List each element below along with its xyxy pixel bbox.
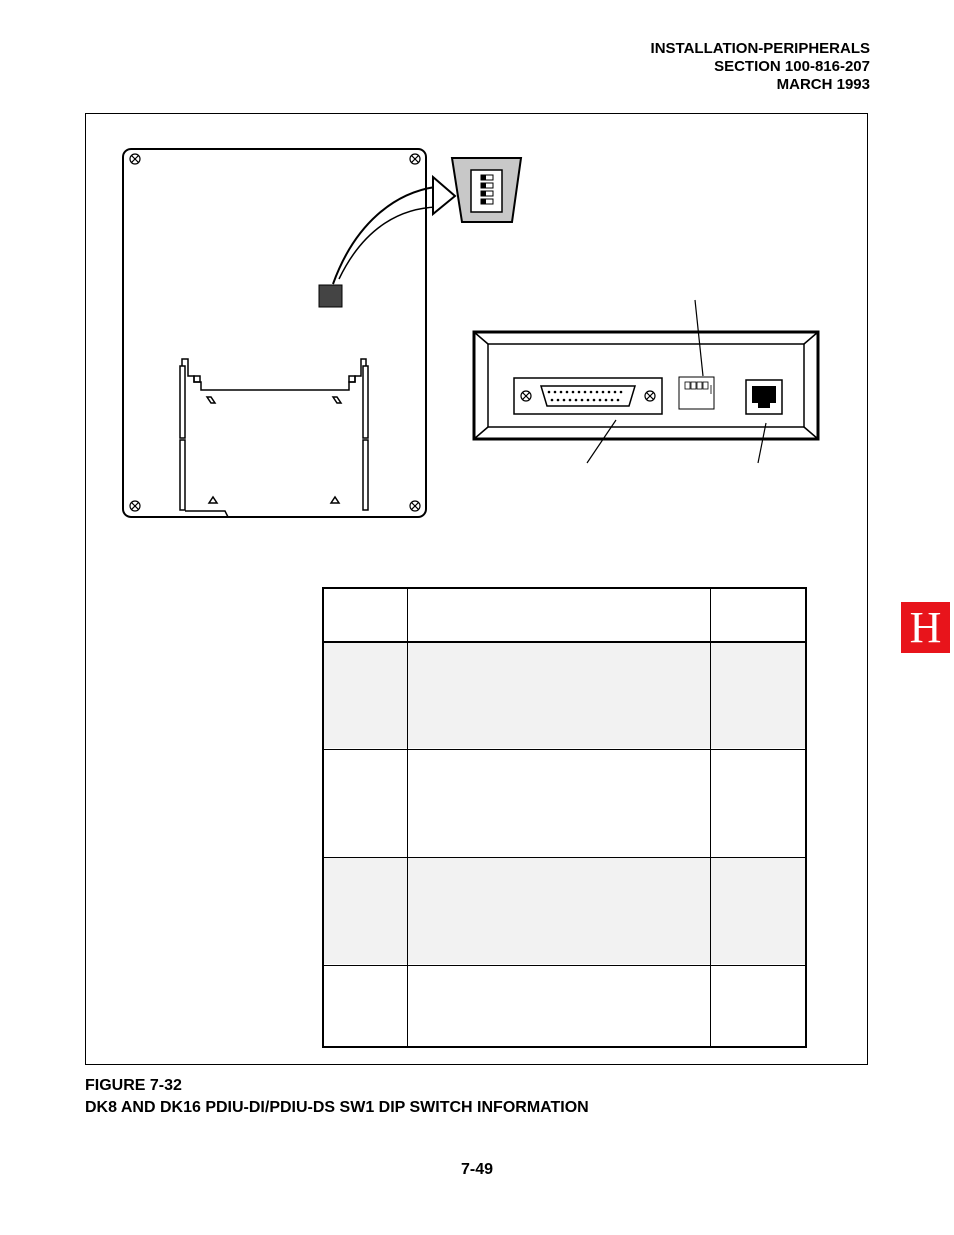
pcb-board [122, 148, 457, 518]
pdiu-rear-panel [472, 299, 820, 464]
table-column-divider [407, 589, 408, 1046]
sw1-switch-table [322, 587, 807, 1048]
callout-arrow-icon [332, 186, 436, 285]
table-header-divider [324, 641, 805, 643]
leader-line [757, 422, 767, 464]
table-row-divider [324, 749, 805, 750]
header-date: MARCH 1993 [776, 76, 870, 93]
figure-title: DK8 AND DK16 PDIU-DI/PDIU-DS SW1 DIP SWI… [85, 1099, 589, 1116]
screw-icon [409, 153, 421, 165]
page-header: INSTALLATION-PERIPHERALS SECTION 100-816… [651, 40, 870, 94]
screw-icon [129, 500, 141, 512]
table-row [324, 857, 805, 964]
mounting-bracket [179, 358, 369, 518]
screw-icon [409, 500, 421, 512]
sw1-dip-switch-icon [678, 376, 715, 410]
table-row [324, 641, 805, 748]
figure-number: FIGURE 7-32 [85, 1077, 182, 1094]
table-row-divider [324, 965, 805, 966]
figure-caption: FIGURE 7-32 DK8 AND DK16 PDIU-DI/PDIU-DS… [85, 1075, 589, 1119]
table-column-divider [710, 589, 711, 1046]
header-title: INSTALLATION-PERIPHERALS [650, 40, 870, 57]
figure-frame [85, 113, 868, 1065]
page-number: 7-49 [460, 1161, 494, 1178]
db25-connector-icon [513, 377, 663, 415]
section-tab-h: H [901, 602, 950, 653]
screw-icon [129, 153, 141, 165]
modular-jack-icon [745, 379, 783, 415]
header-section: SECTION 100-816-207 [714, 58, 870, 75]
sw1-location-marker [318, 284, 343, 308]
leader-line [694, 299, 704, 377]
figure-illustration [122, 148, 820, 518]
dip-switch-magnified [450, 157, 523, 223]
table-row-divider [324, 857, 805, 858]
leader-line [586, 419, 617, 464]
